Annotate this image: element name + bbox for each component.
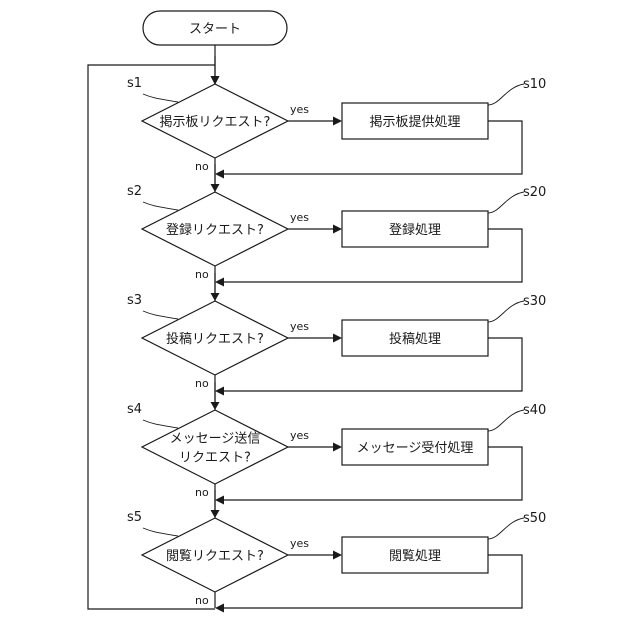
arrowhead-return-s40: [215, 496, 224, 505]
step-s1: 掲示板リクエスト? s1 yes 掲示板提供処理 s10 no: [127, 56, 546, 202]
arrowhead-yes-s1: [333, 117, 342, 126]
step-id-s3: s3: [127, 293, 142, 308]
decision-diamond-s4: [142, 410, 288, 484]
arrowhead-in-s1: [211, 76, 220, 84]
decision-label-s5: 閲覧リクエスト?: [166, 548, 264, 564]
process-id-leader-s10: [488, 84, 524, 105]
arrowhead-return-s20: [215, 278, 224, 287]
yes-label-s4: yes: [290, 429, 309, 442]
process-id-s10: s10: [523, 77, 546, 92]
process-label-s30: 投稿処理: [389, 331, 441, 347]
step-id-leader-s5: [143, 528, 178, 536]
yes-label-s5: yes: [290, 537, 309, 550]
arrowhead-in-s2: [211, 184, 220, 192]
step-id-s4: s4: [127, 402, 142, 417]
step-s3: 投稿リクエスト? s3 yes 投稿処理 s30 no: [127, 273, 546, 419]
steps-layer: 掲示板リクエスト?s1yes掲示板提供処理s10no登録リクエスト?s2yes登…: [127, 56, 546, 613]
arrowhead-yes-s3: [333, 334, 342, 343]
process-s10: 掲示板提供処理: [342, 103, 488, 139]
arrowhead-yes-s2: [333, 225, 342, 234]
step-id-s1: s1: [127, 76, 142, 91]
yes-label-s2: yes: [290, 211, 309, 224]
no-label-s4: no: [195, 486, 209, 499]
process-id-leader-s20: [488, 192, 524, 213]
process-id-leader-s50: [488, 518, 524, 539]
step-s2: 登録リクエスト? s2 yes 登録処理 s20 no: [127, 164, 546, 310]
step-id-leader-s3: [143, 311, 178, 319]
step-id-s5: s5: [127, 510, 142, 525]
no-label-s3: no: [195, 377, 209, 390]
start-label: スタート: [189, 22, 241, 37]
step-id-s2: s2: [127, 184, 142, 199]
process-id-s50: s50: [523, 511, 546, 526]
decision-label-s2: 登録リクエスト?: [166, 223, 264, 238]
process-id-leader-s30: [488, 301, 524, 322]
arrowhead-return-s10: [215, 170, 224, 179]
step-s4: メッセージ送信リクエスト?s4yesメッセージ受付処理s40no: [127, 382, 546, 528]
decision-label-s1: 掲示板リクエスト?: [160, 114, 271, 130]
decision-s4: メッセージ送信リクエスト?: [142, 410, 288, 484]
process-id-s30: s30: [523, 294, 546, 309]
process-label-s10: 掲示板提供処理: [369, 114, 460, 130]
decision-s1: 掲示板リクエスト?: [142, 84, 288, 158]
process-s30: 投稿処理: [342, 320, 488, 356]
step-s5: 閲覧リクエスト? s5 yes 閲覧処理 s50 no: [127, 490, 546, 613]
no-label-s2: no: [195, 268, 209, 281]
decision-s2: 登録リクエスト?: [142, 192, 288, 266]
decision-s5: 閲覧リクエスト?: [142, 518, 288, 592]
yes-label-s1: yes: [290, 103, 309, 116]
arrowhead-in-s5: [211, 510, 220, 518]
process-id-s20: s20: [523, 185, 546, 200]
no-label-s5: no: [195, 594, 209, 607]
step-id-leader-s4: [143, 420, 178, 428]
arrowhead-return-s30: [215, 387, 224, 396]
step-id-leader-s2: [143, 202, 178, 210]
decision-label-s4-line1: メッセージ送信: [170, 432, 261, 447]
process-s40: メッセージ受付処理: [342, 429, 488, 465]
arrowhead-yes-s5: [333, 551, 342, 560]
decision-label-s4-line2: リクエスト?: [179, 451, 251, 466]
step-id-leader-s1: [143, 94, 178, 102]
process-label-s20: 登録処理: [389, 223, 441, 238]
process-id-s40: s40: [523, 403, 546, 418]
process-id-leader-s40: [488, 410, 524, 431]
no-label-s1: no: [195, 160, 209, 173]
start-terminal: スタート: [143, 11, 287, 45]
decision-label-s3: 投稿リクエスト?: [166, 331, 264, 347]
arrowhead-yes-s4: [333, 443, 342, 452]
yes-label-s3: yes: [290, 320, 309, 333]
decision-s3: 投稿リクエスト?: [142, 301, 288, 375]
process-label-s50: 閲覧処理: [389, 548, 441, 564]
process-s50: 閲覧処理: [342, 537, 488, 573]
process-label-s40: メッセージ受付処理: [357, 441, 474, 456]
arrowhead-in-s4: [211, 402, 220, 410]
arrowhead-return-s50: [215, 604, 224, 613]
arrowhead-in-s3: [211, 293, 220, 301]
process-s20: 登録処理: [342, 211, 488, 247]
